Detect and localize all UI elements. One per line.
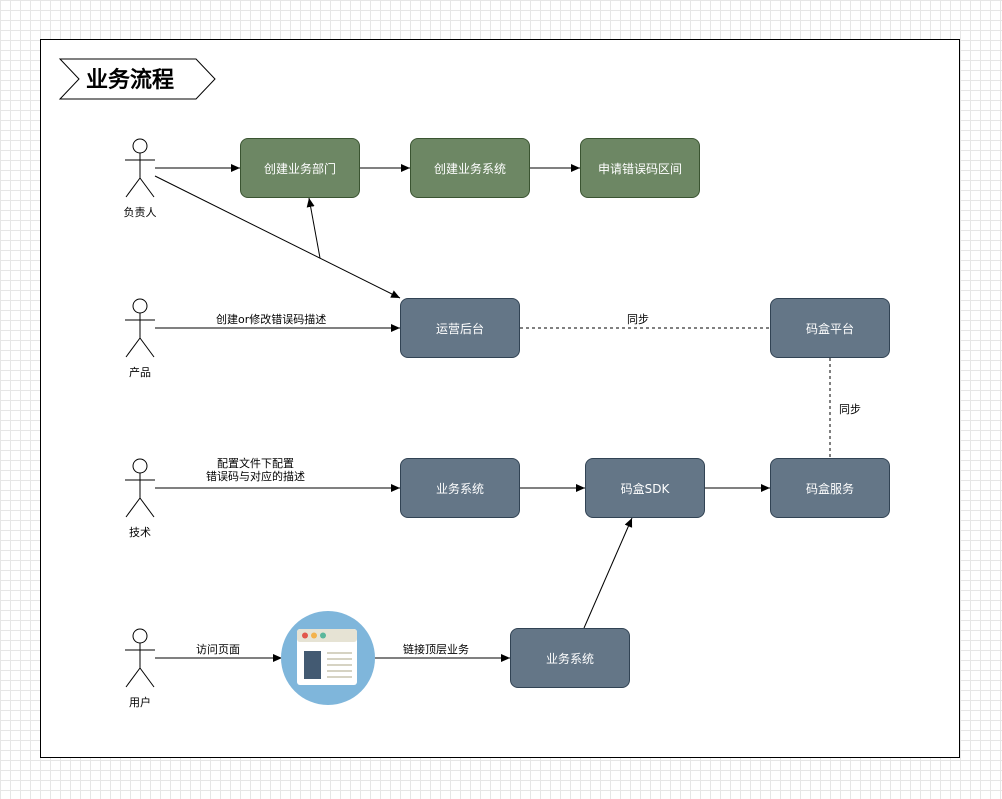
edge-label-platform-service-sync: 同步 [839, 403, 861, 416]
actor-user-label: 用户 [129, 696, 151, 709]
edge-label-tech-to-system: 配置文件下配置 错误码与对应的描述 [206, 457, 305, 483]
node-biz-system-tech[interactable]: 业务系统 [400, 458, 520, 518]
edge-label-product-to-ops: 创建or修改错误码描述 [216, 313, 327, 326]
node-codebox-platform[interactable]: 码盒平台 [770, 298, 890, 358]
node-create-system[interactable]: 创建业务系统 [410, 138, 530, 198]
node-codebox-sdk[interactable]: 码盒SDK [585, 458, 705, 518]
actor-owner-label: 负责人 [123, 206, 157, 219]
web-page-icon [281, 611, 375, 705]
node-apply-range[interactable]: 申请错误码区间 [580, 138, 700, 198]
node-codebox-service[interactable]: 码盒服务 [770, 458, 890, 518]
title-banner [58, 58, 216, 100]
edge-owner-to-ops [154, 175, 401, 299]
actor-owner-figure [125, 138, 155, 198]
edge-ops-to-dept [306, 197, 321, 259]
actor-product-label: 产品 [129, 366, 151, 379]
edge-usersystem-to-sdk [583, 517, 633, 629]
edge-label-ops-platform-sync: 同步 [627, 313, 649, 326]
actor-product-figure [125, 298, 155, 358]
edge-label-user-to-page: 访问页面 [196, 643, 240, 656]
edge-label-page-to-system: 链接顶层业务 [403, 643, 469, 656]
diagram-title: 业务流程 [86, 68, 175, 93]
node-ops-backend[interactable]: 运营后台 [400, 298, 520, 358]
actor-tech-label: 技术 [129, 526, 151, 539]
actor-tech-figure [125, 458, 155, 518]
node-create-dept[interactable]: 创建业务部门 [240, 138, 360, 198]
actor-user-figure [125, 628, 155, 688]
node-biz-system-user[interactable]: 业务系统 [510, 628, 630, 688]
